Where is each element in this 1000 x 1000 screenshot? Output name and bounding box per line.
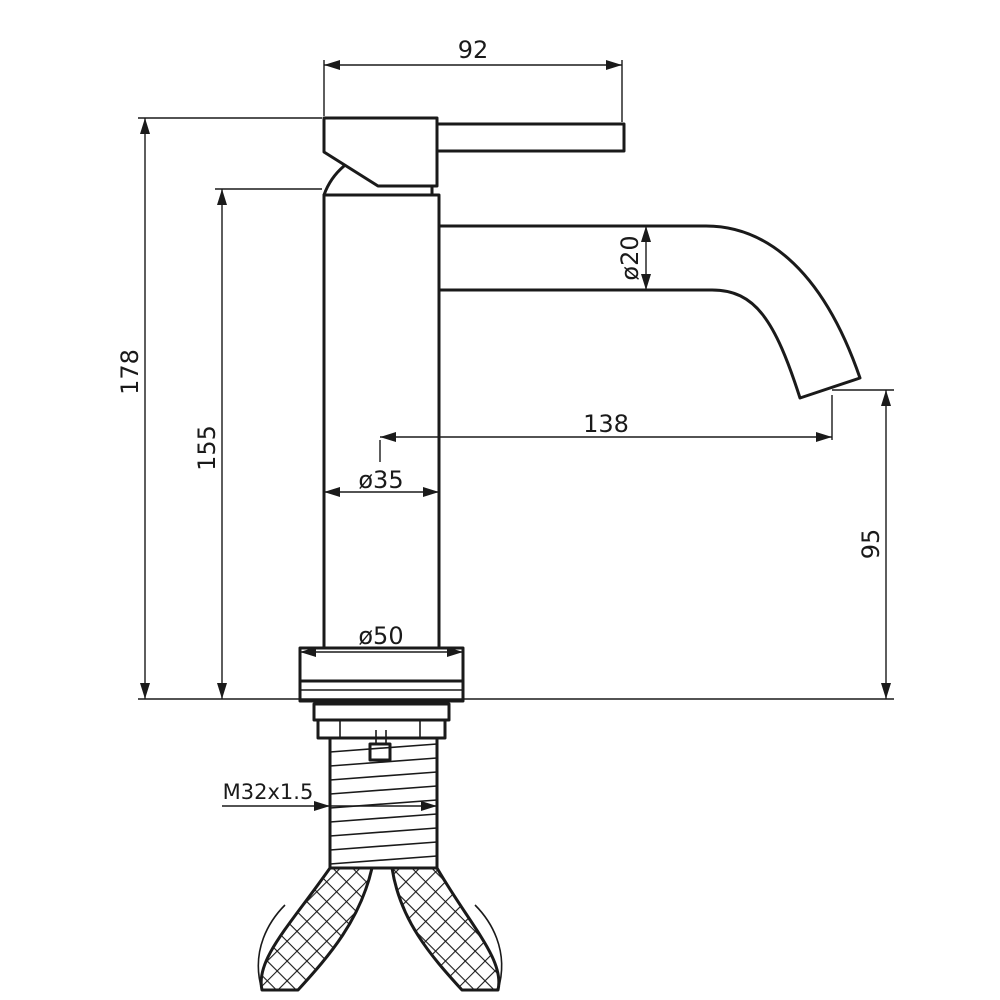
dim-spout-clearance: 95	[857, 390, 891, 699]
threaded-shank	[328, 736, 439, 870]
dim-label-138: 138	[583, 410, 629, 438]
lever-handle	[322, 116, 439, 188]
dim-spout-diameter: ø20	[616, 226, 651, 290]
mounting-nut	[312, 702, 451, 722]
thread-callout: M32x1.5	[222, 780, 437, 811]
dim-label-d35: ø35	[358, 466, 403, 494]
thread-label: M32x1.5	[223, 780, 314, 804]
dim-label-d50: ø50	[358, 622, 403, 650]
dim-body-height: 155	[193, 189, 227, 699]
mounting-nut-lower	[316, 718, 447, 740]
supply-hose-left	[259, 866, 374, 992]
dim-total-height: 178	[116, 118, 150, 699]
dim-label-155: 155	[193, 425, 221, 471]
base-plate	[298, 679, 465, 703]
spout	[437, 224, 862, 400]
dim-body-diameter: ø35	[324, 466, 439, 497]
extension-lines	[138, 60, 894, 700]
thread-lines	[329, 743, 438, 865]
dim-label-d20: ø20	[616, 235, 644, 280]
lever-arm	[435, 122, 626, 153]
dim-handle-width: 92	[324, 36, 622, 70]
dim-label-95: 95	[857, 529, 885, 560]
fixing-stud	[368, 742, 392, 762]
handle-dome	[322, 164, 346, 197]
dim-label-178: 178	[116, 349, 144, 395]
faucet-outline	[257, 116, 862, 992]
dim-base-diameter: ø50	[300, 622, 463, 657]
dim-label-92: 92	[458, 36, 489, 64]
dim-spout-reach: 138	[380, 410, 832, 442]
base-flange	[298, 646, 465, 683]
body-column	[322, 193, 441, 650]
supply-hose-right	[390, 866, 501, 992]
